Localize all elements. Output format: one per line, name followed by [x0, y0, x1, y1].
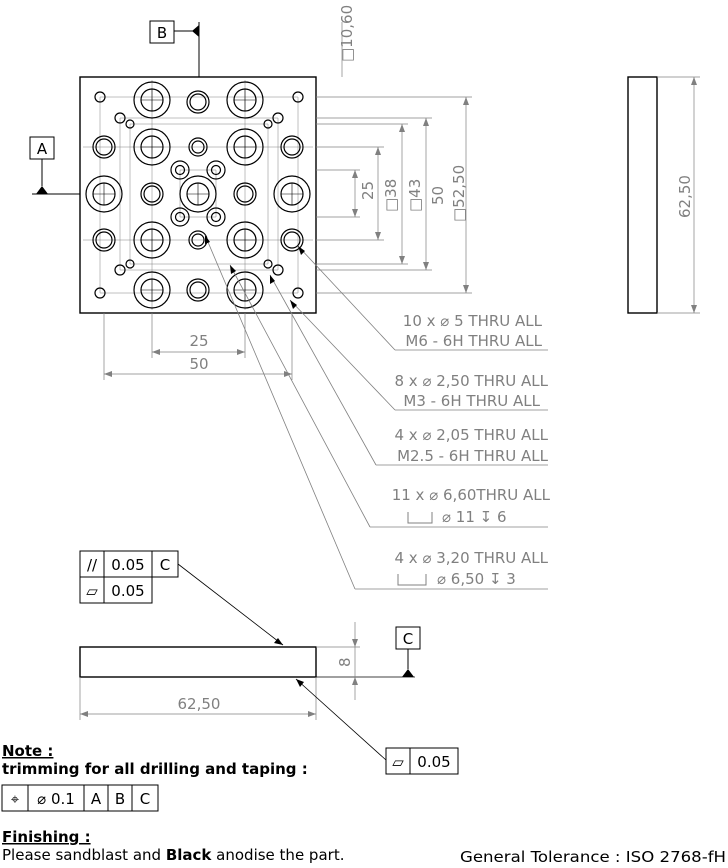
datum-b-label: B [157, 24, 167, 42]
bottom-dimensions [103, 313, 293, 380]
finishing-pre: Please sandblast and [2, 846, 166, 864]
dim-25-vertical: 25 [359, 181, 377, 200]
small-hole [272, 264, 284, 276]
datum-c-label: C [403, 630, 413, 648]
small-hole [125, 259, 135, 269]
dim-50-vertical: 50 [429, 186, 447, 205]
m3-tapped-holes [94, 91, 304, 299]
finishing-bold: Black [166, 846, 213, 864]
parallelism-symbol-icon: // [87, 556, 98, 574]
counterbore-hole [206, 160, 226, 180]
position-symbol-icon: ⌖ [11, 790, 20, 808]
flatness-bottom-symbol-icon: ▱ [392, 753, 404, 771]
dim-43: □43 [406, 179, 424, 212]
top-view: B A [29, 5, 472, 380]
front-dim-8: 8 [336, 657, 354, 667]
callout-5-line2: ⌀ 6,50 ↧ 3 [437, 570, 516, 588]
datum-a: A [29, 136, 80, 195]
counterbore-symbol-icon [397, 574, 427, 586]
callout-1-line2: M6 - 6H THRU ALL [405, 332, 542, 350]
tapped-hole [188, 137, 208, 157]
small-hole [292, 91, 304, 103]
dim-10-60: □10,60 [338, 5, 356, 62]
small-hole [94, 287, 106, 299]
side-view: 62,50 [627, 76, 700, 314]
finishing-label: Finishing : [2, 828, 91, 846]
small-counterbore-holes [170, 160, 226, 227]
tapped-hole [186, 90, 210, 114]
small-hole [292, 287, 304, 299]
small-hole [114, 264, 126, 276]
leader-lines [204, 234, 548, 590]
side-outline [627, 76, 658, 314]
side-dim-62-50: 62,50 [676, 175, 694, 218]
parallelism-frame: // 0.05 C [79, 550, 179, 578]
callout-1-line1: 10 x ⌀ 5 THRU ALL [403, 312, 543, 330]
counterbore-symbol-icon [407, 512, 433, 524]
tapped-hole [92, 135, 116, 159]
position-datum-b: B [115, 790, 125, 808]
callout-5-line1: 4 x ⌀ 3,20 THRU ALL [394, 549, 548, 567]
general-tolerance: General Tolerance : ISO 2768-fH [460, 848, 726, 866]
callout-3-line1: 4 x ⌀ 2,05 THRU ALL [394, 426, 548, 444]
flatness-frame: ▱ 0.05 [79, 576, 153, 604]
hole-center-marks [93, 89, 303, 301]
position-datum-c: C [140, 790, 150, 808]
callout-2-line2: M3 - 6H THRU ALL [403, 392, 540, 410]
counterbore-hole [206, 207, 226, 227]
flatness-frame-bottom: ▱ 0.05 [385, 747, 459, 775]
small-hole [272, 112, 284, 124]
datum-a-label: A [37, 140, 48, 158]
finishing-text: Please sandblast and Black anodise the p… [2, 846, 344, 864]
dim-38: □38 [382, 179, 400, 212]
parallelism-datum: C [160, 556, 170, 574]
m6-tapped-holes [92, 90, 304, 302]
tapped-hole [186, 278, 210, 302]
front-outline [79, 646, 317, 678]
flatness-symbol-icon: ▱ [86, 582, 98, 600]
small-hole [125, 119, 135, 129]
callout-2-line1: 8 x ⌀ 2,50 THRU ALL [394, 372, 548, 390]
position-datum-a: A [91, 790, 102, 808]
position-value: ⌀ 0.1 [37, 790, 75, 808]
small-hole [94, 91, 106, 103]
right-dimension-labels: □10,60 25 □38 □43 50 □52,50 [338, 5, 468, 222]
counterbore-hole [170, 160, 190, 180]
plate-outline [79, 76, 317, 314]
notes: Note : trimming for all drilling and tap… [1, 742, 726, 866]
dim-25-horizontal: 25 [189, 332, 208, 350]
hole-callouts: 10 x ⌀ 5 THRU ALL M6 - 6H THRU ALL 8 x ⌀… [204, 234, 551, 590]
tapped-hole [92, 228, 116, 252]
callout-4-line1: 11 x ⌀ 6,60THRU ALL [392, 486, 551, 504]
dim-50-horizontal: 50 [189, 355, 208, 373]
leader-arrows [205, 235, 305, 309]
right-dimension-arrows [352, 97, 469, 293]
tapped-hole [280, 135, 304, 159]
dim-52-50: □52,50 [450, 165, 468, 222]
tapped-hole [280, 228, 304, 252]
note-label: Note : [2, 742, 53, 760]
small-hole [114, 112, 126, 124]
parallelism-value: 0.05 [111, 556, 144, 574]
front-dim-62-50: 62,50 [178, 695, 221, 713]
position-frame: ⌖ ⌀ 0.1 A B C [1, 784, 159, 812]
tapped-hole [233, 182, 257, 206]
note-text: trimming for all drilling and taping : [2, 760, 308, 778]
callout-3-line2: M2.5 - 6H THRU ALL [397, 447, 549, 465]
tapped-hole [140, 182, 164, 206]
finishing-post: anodise the part. [211, 846, 344, 864]
small-hole [263, 259, 273, 269]
callout-4-line2: ⌀ 11 ↧ 6 [442, 508, 507, 526]
flatness-value: 0.05 [111, 582, 144, 600]
datum-c: C [395, 626, 421, 677]
flatness-bottom-value: 0.05 [417, 753, 450, 771]
front-view: 8 C 62,50 [79, 622, 421, 761]
counterbore-hole [170, 207, 190, 227]
datum-b: B [149, 20, 200, 77]
small-hole [263, 119, 273, 129]
